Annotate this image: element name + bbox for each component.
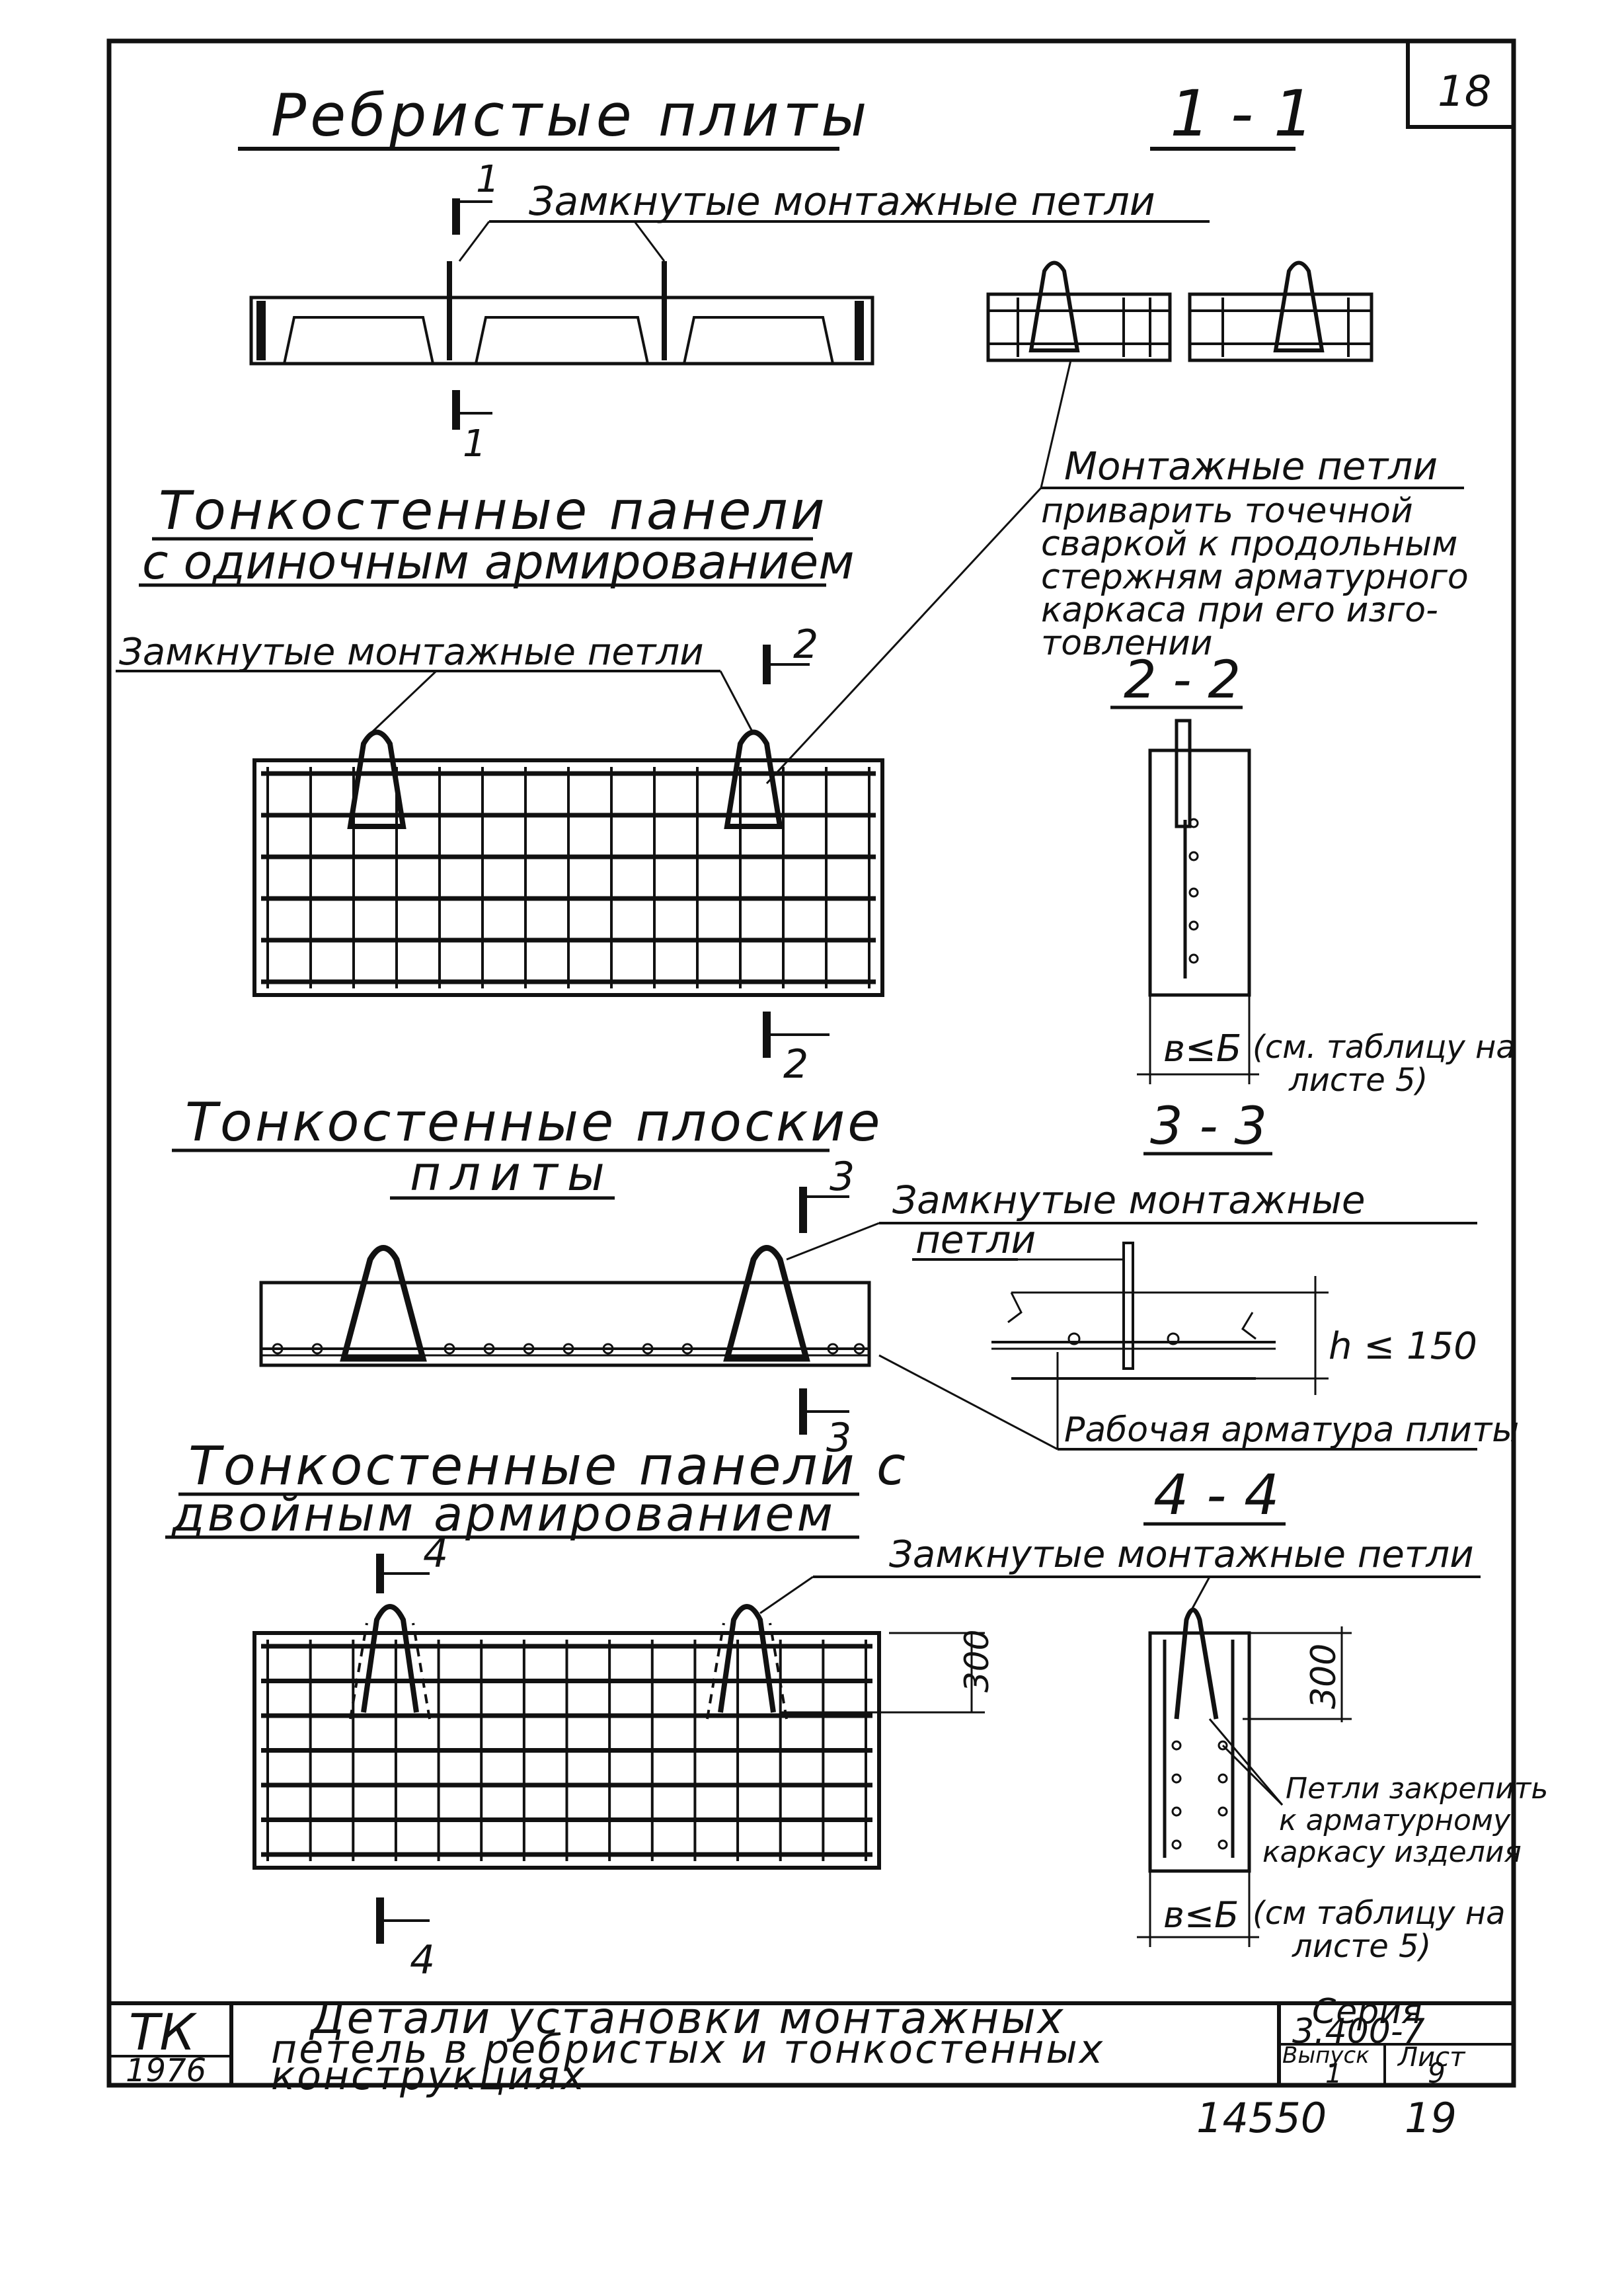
weld-note-line-1: Монтажные петли <box>1064 444 1438 489</box>
title-line-3: конструкциях <box>271 2053 586 2099</box>
cut-mark-4-bottom-num: 4 <box>410 1937 435 1983</box>
leader-loop-2 <box>633 221 666 262</box>
ribbed-slab-elevation <box>249 261 874 366</box>
cut-mark-1-bottom-num: 1 <box>463 422 486 465</box>
issue-value: 1 <box>1325 2059 1342 2089</box>
heading-thin-double-2: двойным армированием <box>171 1486 835 1542</box>
sheet-frame <box>106 38 1516 2088</box>
corner-sheet-number: 18 <box>1438 67 1491 116</box>
cut-mark-3-bottom-num: 3 <box>826 1415 851 1461</box>
table-ref-4-4-line-2: листе 5) <box>1292 1928 1431 1965</box>
working-rebar-label: Рабочая арматура плиты <box>1064 1410 1519 1450</box>
sheet-label: Лист <box>1397 2042 1466 2073</box>
fix-loops-line-3: каркасу изделия <box>1262 1835 1522 1869</box>
label-closed-loops-flat-2: петли <box>915 1217 1036 1262</box>
table-ref-2-2-line-2: листе 5) <box>1288 1062 1428 1099</box>
heading-thin-single-1: Тонкостенные панели <box>159 480 828 541</box>
corner-number-box <box>1406 39 1516 129</box>
width-label-2-2: в≤Б <box>1163 1027 1241 1070</box>
leader-loop-1 <box>458 221 490 262</box>
cut-mark-2-top-num: 2 <box>793 621 818 668</box>
fix-loops-line-1: Петли закрепить <box>1286 1772 1548 1806</box>
leader-single-loop-2 <box>719 670 755 735</box>
title-block-org: ТК <box>129 2003 197 2061</box>
heading-thin-flat-2: плиты <box>410 1146 614 1201</box>
section-4-4-drawing <box>1137 1607 1352 1947</box>
title-line-2: петель в ребристых и тонкостенных <box>271 2026 1104 2073</box>
height-label-3-3: h ≤ 150 <box>1329 1325 1477 1368</box>
label-closed-loops-double: Замкнутые монтажные петли <box>889 1533 1474 1576</box>
heading-ribbed: Ребристые плиты <box>271 81 870 149</box>
cut-mark-1-top-num: 1 <box>476 158 500 201</box>
fix-loops-line-2: к арматурному <box>1279 1804 1511 1837</box>
weld-note-line-6: товлении <box>1041 623 1213 663</box>
panel-double-reinforcement <box>252 1631 881 1870</box>
label-closed-loops-flat-1: Замкнутые монтажные <box>892 1177 1366 1222</box>
heading-thin-flat-1: Тонкостенные плоские <box>185 1092 883 1153</box>
section-1-1-drawing <box>986 260 1373 362</box>
table-ref-4-4-line-1: (см таблицу на <box>1253 1895 1506 1932</box>
dim-300-left: 300 <box>958 1630 996 1693</box>
issue-label: Выпуск <box>1282 2042 1370 2069</box>
working-rebar-leader-1 <box>878 1354 1058 1451</box>
table-ref-2-2-line-1: (см. таблицу на <box>1253 1029 1516 1066</box>
label-closed-loops-single: Замкнутые монтажные петли <box>119 631 704 674</box>
cut-mark-3-top-num: 3 <box>830 1154 855 1200</box>
series-value: 3.400-7 <box>1292 2012 1425 2052</box>
archive-number: 14550 <box>1196 2094 1327 2142</box>
fix-loops-leader-2 <box>1221 1744 1284 1806</box>
footer-page: 19 <box>1405 2094 1457 2142</box>
width-label-4-4: в≤Б <box>1163 1894 1239 1936</box>
leader-4-4-loop <box>1188 1576 1211 1614</box>
weld-note-leader-1 <box>765 487 1042 785</box>
series-label: Серия <box>1312 1992 1422 2032</box>
weld-note-line-4: стержням арматурного <box>1041 557 1469 597</box>
panel-single-reinforcement <box>252 758 884 997</box>
leader-flat-loop <box>786 1222 880 1261</box>
cut-mark-2-bottom-num: 2 <box>783 1041 808 1088</box>
section-3-3-title: 3 - 3 <box>1150 1097 1267 1156</box>
label-closed-loops-top: Замкнутые монтажные петли <box>529 179 1155 225</box>
single-panel-loops <box>347 729 783 829</box>
dim-300-right: 300 <box>1304 1644 1344 1709</box>
heading-thin-single-2: с одиночным армированием <box>142 534 855 590</box>
flat-plate-elevation <box>259 1245 871 1367</box>
title-block <box>109 2001 1514 2085</box>
weld-note-line-2: приварить точечной <box>1041 491 1413 531</box>
weld-note-line-5: каркаса при его изго- <box>1041 590 1438 630</box>
double-panel-loops <box>349 1604 788 1720</box>
leader-double-loop <box>759 1575 814 1615</box>
leader-single-loop-1 <box>369 670 438 735</box>
section-1-1-title: 1 - 1 <box>1170 77 1314 151</box>
heading-thin-double-1: Тонкостенные панели с <box>188 1435 908 1497</box>
section-2-2-drawing <box>1137 719 1259 1084</box>
fix-loops-leader-1 <box>1208 1718 1284 1806</box>
sheet-value: 9 <box>1428 2057 1446 2089</box>
section-2-2-title: 2 - 2 <box>1124 651 1241 710</box>
section-4-4-title: 4 - 4 <box>1153 1462 1280 1527</box>
title-block-year: 1976 <box>126 2052 206 2089</box>
section-3-3-drawing <box>991 1242 1329 1395</box>
weld-note-line-3: сваркой к продольным <box>1041 524 1457 564</box>
weld-note-leader-2 <box>1040 360 1072 489</box>
title-line-1: Детали установки монтажных <box>309 1993 1065 2044</box>
cut-mark-4-top-num: 4 <box>423 1531 448 1577</box>
